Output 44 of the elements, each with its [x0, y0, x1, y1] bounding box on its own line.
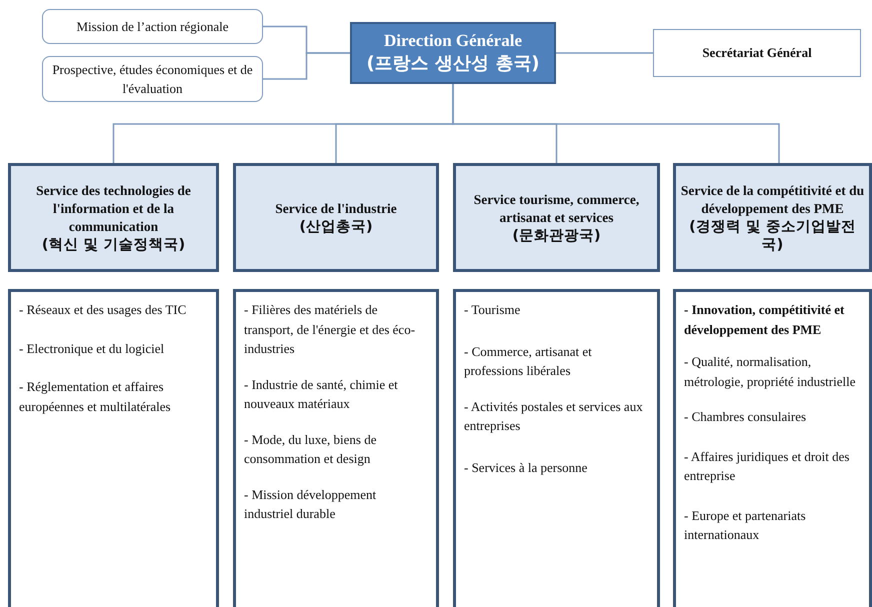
task-item: - Mission développement industriel durable [244, 486, 378, 523]
unit-box [42, 9, 263, 44]
department-box [453, 163, 660, 272]
head-office-box [350, 22, 556, 84]
box-title: Mission de l’action régionale [76, 18, 228, 36]
box-subtitle: (산업총국) [299, 218, 373, 236]
task-item: - Réseaux et des usages des TIC [19, 301, 188, 319]
department-box [673, 163, 872, 272]
connector-line [452, 84, 780, 163]
box-title: Direction Générale [384, 31, 522, 51]
task-item: - Commerce, artisanat et professions libérales [464, 342, 593, 380]
box-subtitle: (프랑스 생산성 총국) [366, 52, 540, 75]
department-box [8, 163, 219, 272]
task-item: - Réglementation et affaires européennes et multilatérales [19, 378, 172, 416]
task-list-box [8, 289, 219, 607]
connector-line [263, 52, 350, 80]
box-title: Service de l'industrie [275, 200, 397, 218]
box-title: Prospective, études économiques et de l'évaluation [51, 61, 254, 98]
box-title: Secrétariat Général [702, 45, 812, 61]
box-title: Service tourisme, commerce, artisanat et services [472, 190, 640, 226]
task-list-box [233, 289, 439, 607]
department-box [233, 163, 439, 272]
task-list-box [453, 289, 660, 607]
box-subtitle: (경쟁력 및 중소기업발전국) [688, 218, 857, 254]
task-item: - Mode, du luxe, biens de consommation et design [244, 430, 378, 468]
box-title: Service de la compétitivité et du développement des PME [680, 182, 865, 218]
task-item: - Industrie de santé, chimie et nouveaux matériaux [244, 376, 399, 413]
unit-box [653, 29, 861, 77]
task-item: - Chambres consulaires [684, 408, 808, 426]
task-item: - Services à la personne [464, 458, 588, 477]
box-subtitle: (문화관광국) [512, 226, 601, 244]
task-item: - Electronique et du logiciel [19, 340, 166, 358]
task-list-box [673, 289, 872, 607]
task-item: - Qualité, normalisation, métrologie, propriété industrielle [684, 353, 856, 391]
task-item: - Activités postales et services aux entreprises [464, 398, 644, 435]
connector-line [556, 52, 653, 54]
unit-box [42, 56, 263, 102]
box-subtitle: (혁신 및 기술정책국) [42, 236, 186, 254]
task-item: - Tourisme [464, 301, 522, 319]
task-item: - Innovation, compétitivité et développement des PME [684, 301, 846, 339]
task-item: - Europe et partenariats internationaux [684, 506, 807, 544]
box-title: Service des technologies de l'information et de la communication [35, 182, 192, 236]
task-item: - Filières des matériels de transport, de l'énergie et des éco-industries [244, 301, 416, 358]
task-item: - Affaires juridiques et droit des entreprise [684, 448, 850, 485]
